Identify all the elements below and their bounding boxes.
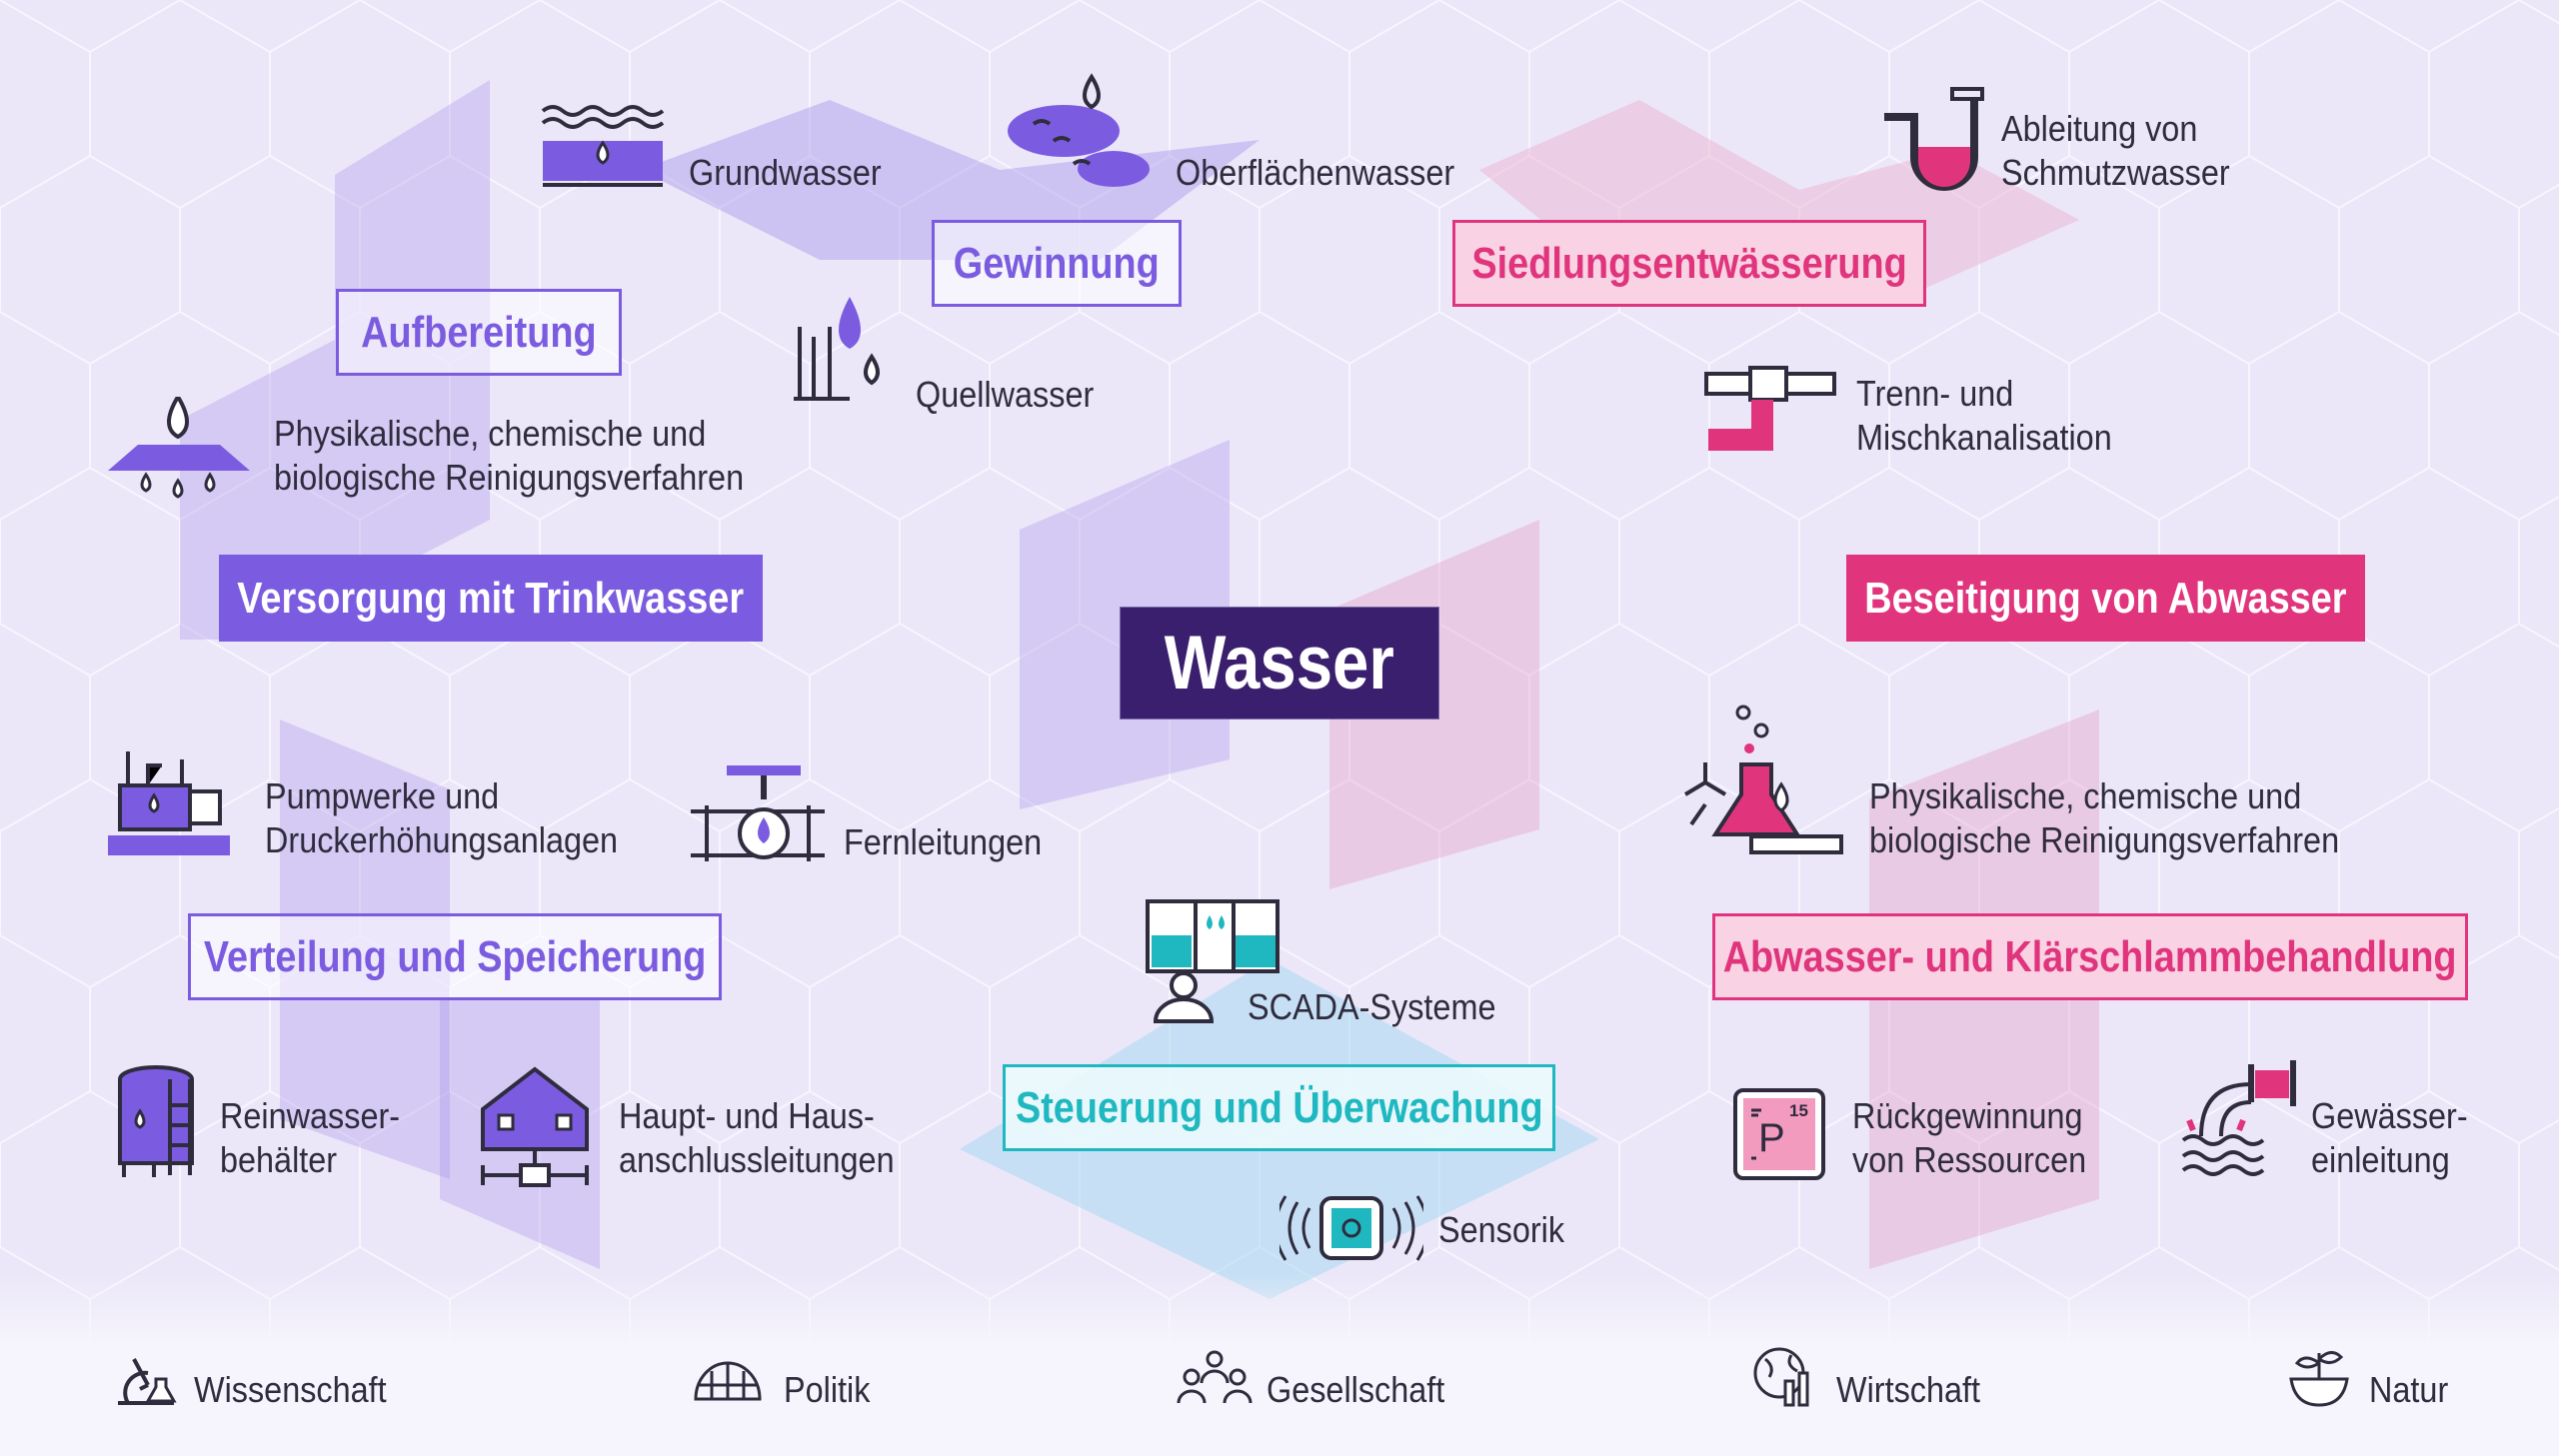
item-gewaessereinleitung: Gewässer-einleitung (2311, 1094, 2468, 1182)
item-reinwasserbehaelter: Reinwasser-behälter (220, 1094, 400, 1182)
lab-flask-icon (1683, 705, 1843, 854)
item-label: Reinwasser- (220, 1095, 401, 1136)
center-label: Wasser (1164, 621, 1395, 706)
category-label: Abwasser- und Klärschlammbehandlung (1723, 931, 2457, 981)
spring-water-icon (794, 297, 880, 401)
item-label: behälter (220, 1139, 338, 1180)
category-verteilung: Verteilung und Speicherung (188, 913, 722, 1000)
pipeline-valve-icon (691, 765, 825, 861)
item-oberflaechenwasser: Oberflächenwasser (1176, 151, 1454, 195)
item-label: Rückgewinnung (1852, 1095, 2083, 1136)
category-label: Gewinnung (954, 238, 1160, 288)
category-gewinnung: Gewinnung (932, 220, 1182, 307)
footer-wissenschaft: Wissenschaft (194, 1369, 387, 1410)
item-label: SCADA-Systeme (1248, 986, 1496, 1027)
category-aufbereitung: Aufbereitung (336, 289, 622, 376)
item-label: Gewässer- (2311, 1095, 2468, 1136)
item-label: Pumpwerke und (265, 775, 500, 816)
water-tank-icon (118, 1065, 194, 1177)
item-label: Mischkanalisation (1856, 417, 2112, 458)
item-quellwasser: Quellwasser (916, 373, 1094, 417)
item-label: Physikalische, chemische und (274, 413, 707, 454)
category-label: Verteilung und Speicherung (203, 931, 707, 981)
phosphorus-element-icon (1733, 1088, 1825, 1180)
element-symbol: P (1758, 1116, 1785, 1160)
economy-globe-icon (1753, 1347, 1809, 1407)
item-label: Ableitung von (2001, 108, 2198, 149)
sewer-pipe-icon (1704, 366, 1836, 451)
item-label: einleitung (2311, 1139, 2450, 1180)
item-label: biologische Reinigungsverfahren (1869, 819, 2340, 860)
category-label: Steuerung und Überwachung (1015, 1082, 1543, 1132)
item-label: Grundwasser (689, 152, 882, 193)
sewage-pipe-icon (1884, 87, 1984, 191)
item-label: biologische Reinigungsverfahren (274, 457, 745, 498)
category-abwasserbehandlung: Abwasser- und Klärschlammbehandlung (1712, 913, 2468, 1000)
item-label: von Ressourcen (1852, 1139, 2087, 1180)
item-label: Trenn- und (1856, 373, 2014, 414)
science-microscope-icon (118, 1358, 177, 1405)
surface-water-icon (1008, 73, 1150, 187)
house-connection-icon (481, 1066, 589, 1187)
center-title: Wasser (1120, 607, 1439, 720)
category-siedlungsentwaesserung: Siedlungsentwässerung (1452, 220, 1926, 307)
groundwater-icon (541, 105, 665, 187)
society-people-icon (1177, 1350, 1253, 1404)
item-sensorik: Sensorik (1438, 1208, 1564, 1252)
pumping-station-icon (108, 751, 230, 855)
footer-wirtschaft: Wirtschaft (1836, 1369, 1981, 1410)
item-label: Quellwasser (916, 374, 1095, 415)
item-label: Druckerhöhungsanlagen (265, 819, 619, 860)
item-label: Fernleitungen (844, 821, 1043, 862)
politics-parliament-icon (694, 1361, 762, 1401)
footer-natur: Natur (2369, 1369, 2449, 1410)
purification-drops-icon (108, 397, 250, 499)
item-anschlussleitungen: Haupt- und Haus-anschlussleitungen (619, 1094, 895, 1182)
sensor-icon (1280, 1195, 1423, 1261)
category-label: Versorgung mit Trinkwasser (237, 573, 745, 623)
discharge-pipe-icon (2181, 1060, 2296, 1176)
item-label: anschlussleitungen (619, 1139, 895, 1180)
footer-politik: Politik (784, 1369, 871, 1410)
item-label: Physikalische, chemische und (1869, 775, 2302, 816)
scada-monitor-icon (1146, 899, 1280, 1023)
item-grundwasser: Grundwasser (689, 151, 882, 195)
nature-plant-icon (2289, 1351, 2349, 1407)
category-beseitigung: Beseitigung von Abwasser (1846, 555, 2365, 642)
category-steuerung: Steuerung und Überwachung (1003, 1064, 1555, 1151)
category-label: Aufbereitung (361, 307, 597, 357)
element-number: 15 (1789, 1101, 1808, 1120)
category-versorgung: Versorgung mit Trinkwasser (219, 555, 763, 642)
item-scada: SCADA-Systeme (1248, 985, 1495, 1029)
footer-band (0, 1273, 2559, 1456)
item-label: Schmutzwasser (2001, 152, 2230, 193)
item-label: Haupt- und Haus- (619, 1095, 875, 1136)
item-label: Sensorik (1438, 1209, 1565, 1250)
footer-gesellschaft: Gesellschaft (1267, 1369, 1445, 1410)
category-label: Beseitigung von Abwasser (1864, 573, 2347, 623)
category-label: Siedlungsentwässerung (1471, 238, 1907, 288)
item-label: Oberflächenwasser (1176, 152, 1455, 193)
item-fernleitungen: Fernleitungen (844, 820, 1042, 864)
